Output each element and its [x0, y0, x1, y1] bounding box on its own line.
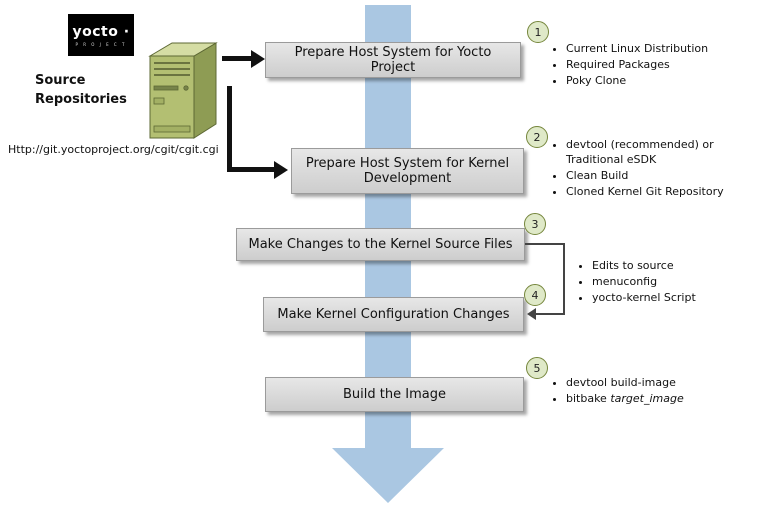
bullet: devtool build-image [566, 376, 746, 391]
bullet-text: bitbake [566, 391, 611, 405]
server-icon-svg [148, 42, 218, 139]
bullet-text: devtool (recommended) or Traditional eSD… [566, 138, 714, 166]
bracket-step4-line [536, 313, 565, 315]
step5-box: Build the Image [265, 377, 524, 412]
bracket-step3-line [525, 243, 565, 245]
step5-number: 5 [533, 361, 541, 375]
step2-label: Prepare Host System for Kernel Developme… [305, 156, 510, 186]
bullet: Poky Clone [566, 74, 746, 89]
step2-number: 2 [533, 130, 541, 144]
bullet-text: Edits to source [592, 259, 674, 272]
step1-box: Prepare Host System for Yocto Project [265, 42, 521, 78]
bullet-italic-text: target_image [610, 391, 684, 405]
git-url-text: Http://git.yoctoproject.org/cgit/cgit.cg… [8, 143, 219, 156]
bracket-step4-arrowhead [527, 308, 536, 320]
step3-number: 3 [531, 217, 539, 231]
yocto-logo-text: yocto · [72, 23, 130, 40]
step3-label: Make Changes to the Kernel Source Files [248, 237, 513, 252]
step4-box: Make Kernel Configuration Changes [263, 297, 524, 332]
yocto-logo: yocto · P R O J E C T [68, 14, 134, 56]
step5-bullets: devtool build-image bitbake target_image [552, 375, 746, 408]
step1-number-circle: 1 [527, 21, 549, 43]
yocto-logo-subtitle: P R O J E C T [75, 41, 127, 47]
step1-bullets: Current Linux Distribution Required Pack… [552, 41, 746, 90]
bullet-text: menuconfig [592, 274, 658, 288]
step1-number: 1 [534, 25, 542, 39]
bullet-text: devtool build-image [566, 376, 676, 389]
bullet: Cloned Kernel Git Repository [566, 185, 738, 200]
connector-to-step2-vertical [227, 86, 232, 172]
bullet: yocto-kernel Script [592, 291, 752, 306]
bullet-text: Clean Build [566, 168, 629, 182]
step3-box: Make Changes to the Kernel Source Files [236, 228, 525, 261]
step4-number: 4 [531, 288, 539, 302]
step5-label: Build the Image [343, 387, 446, 402]
connector-to-step2-arrowhead [274, 160, 288, 179]
step3-number-circle: 3 [524, 213, 546, 235]
bullet: menuconfig [592, 275, 752, 290]
bullet: devtool (recommended) or Traditional eSD… [566, 138, 738, 168]
bullet-text: Current Linux Distribution [566, 42, 709, 55]
bullet-text: Required Packages [566, 57, 670, 71]
step5-number-circle: 5 [526, 357, 548, 379]
bullet-text: yocto-kernel Script [592, 290, 696, 304]
bullet-text: Cloned Kernel Git Repository [566, 184, 724, 198]
bullet: bitbake target_image [566, 392, 746, 407]
server-icon [138, 36, 224, 144]
connector-to-step2-horizontal [227, 167, 276, 172]
bullet: Current Linux Distribution [566, 42, 746, 57]
bullet: Clean Build [566, 169, 738, 184]
source-repositories-label: Source Repositories [35, 73, 127, 107]
bullet-text: Poky Clone [566, 73, 627, 87]
step3-4-shared-bullets: Edits to source menuconfig yocto-kernel … [578, 258, 752, 307]
connector-to-step1-line [222, 56, 252, 61]
step4-label: Make Kernel Configuration Changes [277, 307, 510, 322]
step1-label: Prepare Host System for Yocto Project [294, 45, 492, 75]
step2-bullets: devtool (recommended) or Traditional eSD… [552, 137, 738, 200]
bullet: Required Packages [566, 58, 746, 73]
step4-number-circle: 4 [524, 284, 546, 306]
bracket-vertical-line [563, 243, 565, 315]
step2-box: Prepare Host System for Kernel Developme… [291, 148, 524, 194]
connector-to-step1-arrowhead [251, 49, 265, 68]
step2-number-circle: 2 [526, 126, 548, 148]
bullet: Edits to source [592, 259, 752, 274]
